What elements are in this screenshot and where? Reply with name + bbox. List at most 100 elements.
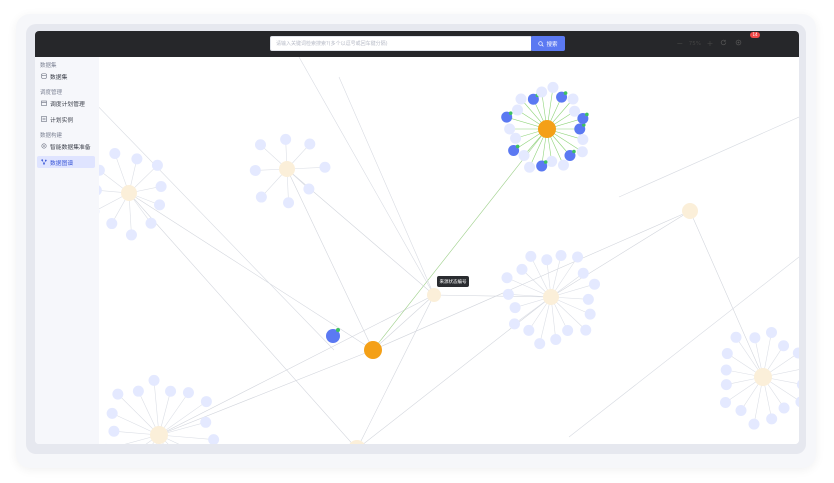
graph-node <box>145 217 157 229</box>
app-screen: 数据集 数据集 调度管理 调度计划管理 计划实例 数据构建 智能数据集准备 数据… <box>35 31 799 444</box>
graph-edge <box>88 96 335 351</box>
graph-node <box>555 249 567 261</box>
graph-edge <box>158 434 214 440</box>
sidebar-item-plan-instance[interactable]: 计划实例 <box>37 113 95 125</box>
graph-node <box>536 86 548 98</box>
graph-node <box>326 329 340 343</box>
graph-edge <box>550 256 578 298</box>
graph-node <box>557 159 569 171</box>
zoom-in-button[interactable]: + <box>706 39 714 48</box>
graph-node <box>582 293 594 305</box>
sidebar-group-schedule: 调度管理 <box>40 90 63 96</box>
check-badge <box>585 112 589 117</box>
graph-node <box>132 385 144 397</box>
graph-edge <box>550 210 691 298</box>
graph-edge <box>359 294 435 444</box>
graph-node <box>510 132 522 144</box>
sidebar-group-build: 数据构建 <box>40 133 63 139</box>
search-input[interactable]: 请输入关键词检索搜索?(多个以逗号或回车键分隔) <box>270 36 532 51</box>
zoom-out-button[interactable]: − <box>676 39 684 48</box>
graph-hub <box>754 368 772 386</box>
check-badge <box>581 123 586 127</box>
graph-node <box>200 416 212 428</box>
sidebar-item-label: 数据集 <box>50 74 68 81</box>
graph-node <box>90 184 102 196</box>
graph-hub <box>682 203 698 219</box>
graph-canvas[interactable] <box>88 56 799 444</box>
graph-hub <box>279 161 295 177</box>
graph-node <box>546 155 558 167</box>
refresh-icon[interactable] <box>716 39 731 48</box>
graph-node <box>589 278 601 290</box>
gear-icon <box>41 143 47 149</box>
graph-node <box>208 434 220 444</box>
sidebar-group-dataset: 数据集 <box>40 63 57 69</box>
graph-node <box>525 250 537 262</box>
graph-edge <box>298 56 435 296</box>
graph-node <box>766 413 778 425</box>
graph-edge <box>539 296 552 344</box>
graph-node <box>748 418 760 430</box>
graph-node <box>523 324 535 336</box>
graph-node <box>569 105 581 117</box>
graph-node <box>796 380 799 389</box>
graph-node <box>795 396 799 408</box>
sidebar-item-dataset[interactable]: 数据集 <box>37 70 95 82</box>
graph-hub <box>121 185 137 201</box>
graph-node <box>319 161 331 173</box>
graph-node <box>719 396 731 408</box>
graph-hub <box>364 341 382 359</box>
graph-edge <box>689 210 764 378</box>
sidebar-item-label: 智能数据集准备 <box>50 144 91 151</box>
graph-node <box>106 407 118 419</box>
graph-node <box>534 338 546 350</box>
graph-node <box>524 161 536 173</box>
node-tooltip: 来源状态编号 <box>437 276 469 287</box>
graph-edge <box>117 393 160 436</box>
graph-node <box>255 191 267 203</box>
graph-node <box>106 218 118 230</box>
graph-svg[interactable] <box>88 56 799 444</box>
graph-node <box>518 150 530 162</box>
graph-hub <box>150 426 168 444</box>
sidebar-item-smart-prep[interactable]: 智能数据集准备 <box>37 140 95 152</box>
graph-node <box>151 159 163 171</box>
check-badge <box>515 144 520 149</box>
graph-node <box>792 347 799 359</box>
graph-node <box>155 180 167 192</box>
graph-edge <box>158 401 207 436</box>
graph-node <box>765 326 777 338</box>
graph-node <box>502 288 514 300</box>
graph-edge <box>568 256 799 438</box>
graph-node <box>515 93 527 105</box>
check-badge <box>563 91 568 95</box>
graph-node <box>254 139 266 151</box>
zoom-level: 75% <box>688 40 701 47</box>
check-badge <box>336 328 340 332</box>
check-badge <box>508 111 513 115</box>
search-button[interactable]: 搜索 <box>531 36 565 51</box>
graph-node <box>562 325 574 337</box>
list-icon <box>41 116 47 122</box>
graph-node <box>584 308 596 320</box>
graph-edge <box>128 192 374 351</box>
check-badge <box>543 160 548 164</box>
calendar-icon <box>41 100 47 106</box>
graph-node <box>125 229 137 241</box>
graph-node <box>504 123 516 135</box>
graph-node <box>541 254 553 266</box>
graph-edge <box>372 210 691 351</box>
graph-node <box>567 93 579 105</box>
sidebar-item-label: 调度计划管理 <box>50 101 85 108</box>
graph-node <box>778 340 790 352</box>
graph-edge <box>372 294 435 351</box>
graph-node <box>735 405 747 417</box>
settings-icon[interactable] <box>731 39 746 48</box>
graph-node <box>721 348 733 360</box>
sidebar-item-schedule-plan[interactable]: 调度计划管理 <box>37 97 95 109</box>
graph-node <box>516 263 528 275</box>
graph-hub <box>349 440 365 444</box>
graph-node <box>720 364 732 376</box>
sidebar-item-data-graph[interactable]: 数据图谱 <box>37 156 95 168</box>
graph-edge <box>158 294 435 436</box>
